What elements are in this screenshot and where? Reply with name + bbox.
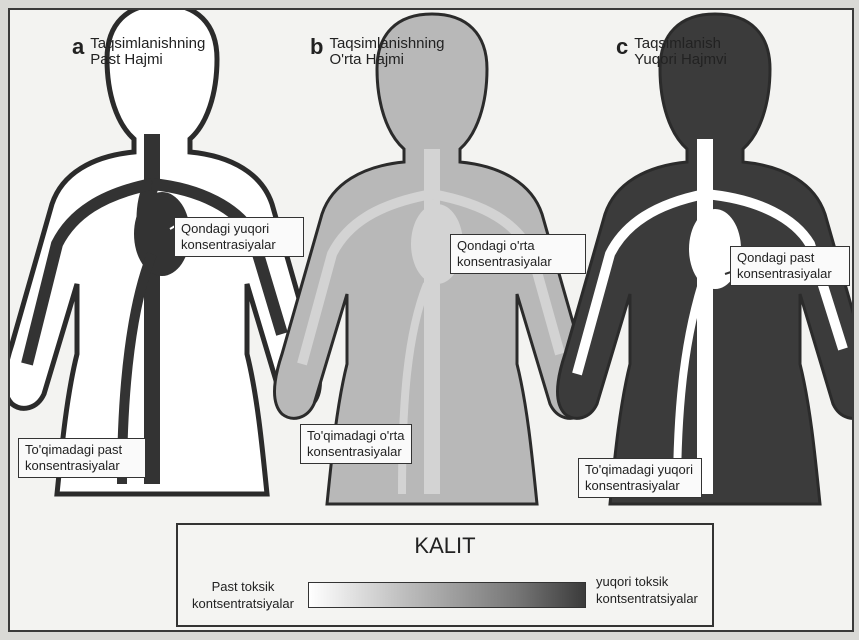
key-low-label: Past toksik kontsentratsiyalar xyxy=(188,578,298,612)
panel-b-heading: b Taqsimlanishning O'rta Hajmi xyxy=(310,36,445,68)
label-b-blood: Qondagi o'rta konsentrasiyalar xyxy=(450,234,586,274)
key-legend: KALIT Past toksik kontsentratsiyalar yuq… xyxy=(176,523,714,627)
label-b-tissue: To'qimadagi o'rta konsentrasiyalar xyxy=(300,424,412,464)
label-a-blood: Qondagi yuqori konsentrasiyalar xyxy=(174,217,304,257)
panel-c-title-line1: Taqsimlanish xyxy=(634,35,721,52)
panel-b-letter: b xyxy=(310,36,323,58)
panel-a-title-line2: Past Hajmi xyxy=(90,51,163,68)
panel-a-heading: a Taqsimlanishning Past Hajmi xyxy=(72,36,205,68)
panel-c-title-line2: Yuqori Hajmvi xyxy=(634,51,727,68)
label-a-tissue: To'qimadagi past konsentrasiyalar xyxy=(18,438,146,478)
panel-a-letter: a xyxy=(72,36,84,58)
panel-a-title-line1: Taqsimlanishning xyxy=(90,35,205,52)
key-high-label: yuqori toksik kontsentratsiyalar xyxy=(596,573,706,607)
key-gradient-bar xyxy=(308,582,586,608)
panel-c-heading: c Taqsimlanish Yuqori Hajmvi xyxy=(616,36,727,68)
panel-b-title: Taqsimlanishning O'rta Hajmi xyxy=(329,36,444,68)
panel-a-title: Taqsimlanishning Past Hajmi xyxy=(90,36,205,68)
panel-c-title: Taqsimlanish Yuqori Hajmvi xyxy=(634,36,727,68)
panel-b-title-line2: O'rta Hajmi xyxy=(329,51,404,68)
label-c-tissue: To'qimadagi yuqori konsentrasiyalar xyxy=(578,458,702,498)
label-c-blood: Qondagi past konsentrasiyalar xyxy=(730,246,850,286)
panel-b-title-line1: Taqsimlanishning xyxy=(329,35,444,52)
panel-c-letter: c xyxy=(616,36,628,58)
key-title: KALIT xyxy=(178,533,712,559)
